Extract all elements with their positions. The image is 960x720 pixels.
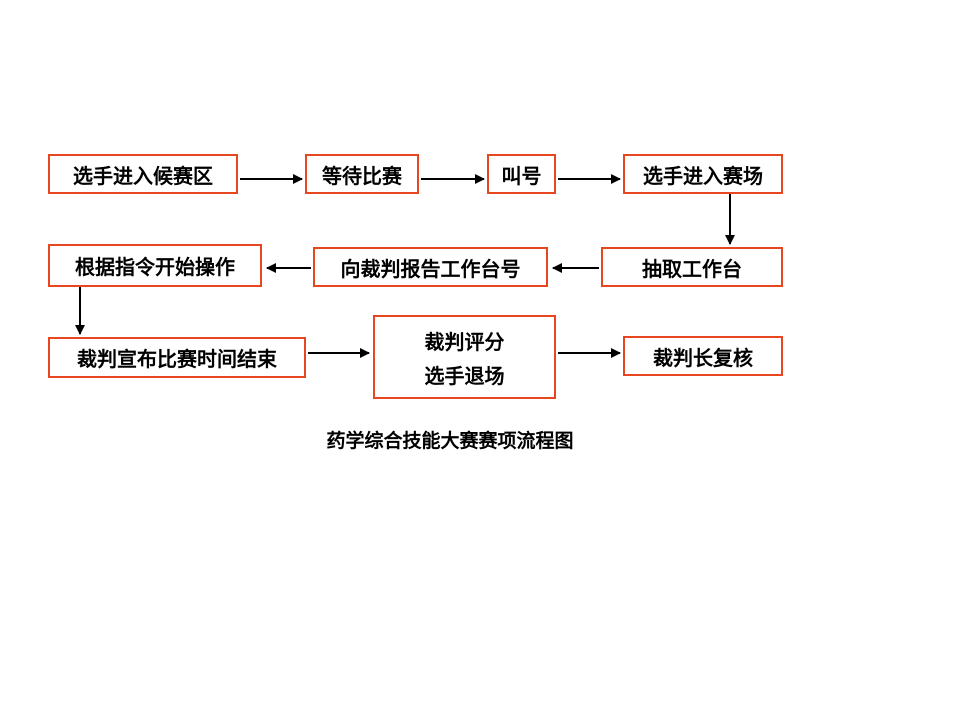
node-enter-waiting-area: 选手进入候赛区: [48, 154, 238, 194]
node-scoring-exit: 裁判评分 选手退场: [373, 315, 556, 399]
diagram-caption: 药学综合技能大赛赛项流程图: [326, 430, 574, 452]
node-draw-station: 抽取工作台: [601, 247, 783, 287]
node-enter-venue: 选手进入赛场: [623, 154, 783, 194]
node-call-number: 叫号: [487, 154, 556, 194]
node-end-announcement: 裁判宣布比赛时间结束: [48, 337, 306, 378]
node-start-operation: 根据指令开始操作: [48, 244, 262, 287]
node-scoring-label: 裁判评分: [424, 329, 505, 354]
node-exit-label: 选手退场: [424, 363, 505, 388]
node-chief-review: 裁判长复核: [623, 336, 783, 376]
node-wait-for-match: 等待比赛: [305, 154, 419, 194]
node-report-station: 向裁判报告工作台号: [313, 247, 548, 287]
